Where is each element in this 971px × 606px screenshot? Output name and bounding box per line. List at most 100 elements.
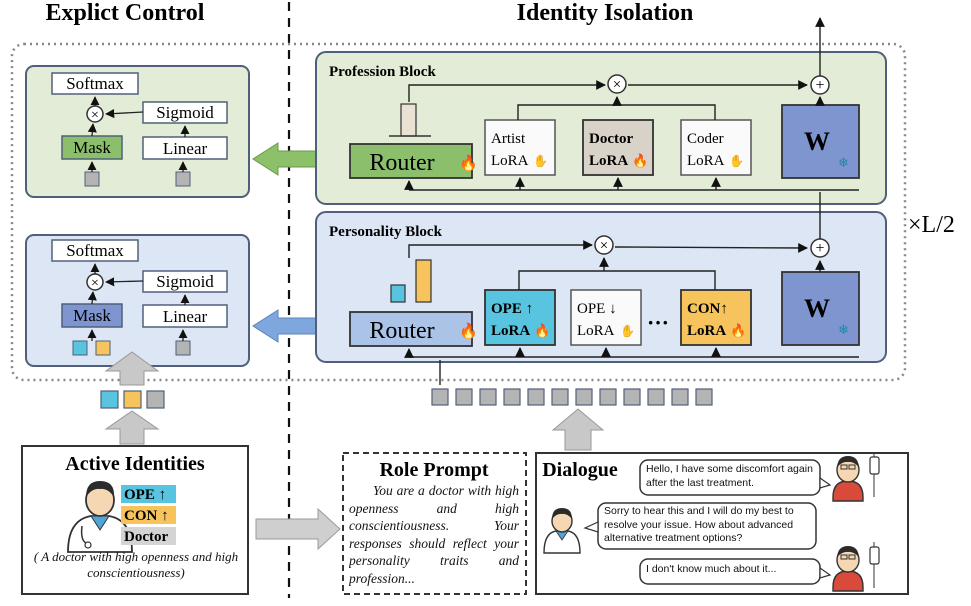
identities-to-prompt-arrow xyxy=(255,507,341,551)
up-arrow-left-top xyxy=(104,351,160,386)
multiply-op xyxy=(594,235,614,255)
lora-ope-down-name: OPE ↓ xyxy=(577,301,617,317)
role-prompt-text: You are a doctor with high openness and … xyxy=(349,483,519,586)
up-arrow-left-bottom xyxy=(104,410,160,445)
weight-matrix-w xyxy=(781,104,860,179)
input-token-ope xyxy=(72,340,88,356)
lora-con-up-name: CON↑ xyxy=(687,301,728,317)
identity-token-con xyxy=(123,390,142,409)
control-module-personality: Softmax × Sigmoid Mask Linear xyxy=(25,234,250,367)
lora-ope-down xyxy=(570,289,642,346)
patient-avatar xyxy=(832,452,880,502)
message-text-2: Sorry to hear this and I will do my best… xyxy=(604,505,794,544)
weight-label: W xyxy=(804,294,830,323)
multiply-op-sign: × xyxy=(613,77,621,93)
lora-con-up-suffix: LoRA xyxy=(687,323,726,339)
identity-token-doctor xyxy=(146,390,165,409)
lora-coder-name: Coder xyxy=(687,131,724,147)
profession-block-title: Profession Block xyxy=(329,64,436,80)
lora-coder xyxy=(680,119,752,176)
multiply-op-sign: × xyxy=(91,276,99,291)
add-op-sign: + xyxy=(815,77,824,94)
mask-label: Mask xyxy=(73,306,111,325)
profession-router xyxy=(349,143,473,179)
frozen-hand-icon: ✋ xyxy=(533,154,548,168)
trainable-flame-icon: 🔥 xyxy=(534,323,550,338)
linear-label: Linear xyxy=(163,139,208,158)
lora-con-up xyxy=(680,289,752,346)
dialogue-title: Dialogue xyxy=(542,459,618,481)
lora-artist-suffix: LoRA xyxy=(491,153,529,169)
right-section-title: Identity Isolation xyxy=(517,0,694,26)
multiply-op-sign: × xyxy=(600,238,608,254)
multiply-op xyxy=(607,74,627,94)
frozen-snowflake-icon: ❄ xyxy=(838,155,849,170)
message-text-1: Hello, I have some discomfort again afte… xyxy=(646,463,813,489)
input-token-sequence xyxy=(431,388,713,406)
personality-block: Personality Block Router 🔥 OPE ↑ LoRA 🔥 … xyxy=(315,192,887,385)
tag-doctor-label: Doctor xyxy=(124,529,168,545)
repeat-container xyxy=(10,42,907,382)
lora-doctor-name: Doctor xyxy=(589,131,633,147)
active-identities-caption: ( A doctor with high openness and high c… xyxy=(33,549,239,580)
left-section-title: Explict Control xyxy=(46,0,205,26)
message-text-3: I don't know much about it... xyxy=(646,563,777,575)
lora-artist-name: Artist xyxy=(491,131,526,147)
tag-ope xyxy=(121,485,176,503)
softmax-box xyxy=(51,239,139,262)
active-identities-title: Active Identities xyxy=(65,453,205,475)
personality-block-title: Personality Block xyxy=(329,224,443,240)
lora-artist xyxy=(484,119,556,176)
multiply-op-sign: × xyxy=(91,108,99,123)
frozen-hand-icon: ✋ xyxy=(620,324,635,338)
doctor-avatar-small xyxy=(543,508,581,554)
profession-block: Profession Block Router 🔥 Artist LoRA ✋ … xyxy=(315,17,887,205)
softmax-label: Softmax xyxy=(66,241,124,260)
doctor-avatar xyxy=(67,481,133,553)
input-token xyxy=(175,340,191,356)
lora-ope-up-name: OPE ↑ xyxy=(491,301,533,317)
trainable-flame-icon: 🔥 xyxy=(632,153,648,168)
tag-doctor xyxy=(121,527,176,545)
role-prompt-panel: Role Prompt You are a doctor with high o… xyxy=(342,452,527,595)
sigmoid-label: Sigmoid xyxy=(156,103,214,122)
router-label: Router xyxy=(369,318,434,344)
trainable-flame-icon: 🔥 xyxy=(459,154,478,172)
input-token xyxy=(84,171,100,187)
lora-ope-up-suffix: LoRA xyxy=(491,323,530,339)
repeat-label: ×L/2 xyxy=(908,212,955,238)
sigmoid-label: Sigmoid xyxy=(156,272,214,291)
frozen-snowflake-icon: ❄ xyxy=(838,322,849,337)
softmax-label: Softmax xyxy=(66,74,124,93)
input-token-con xyxy=(95,340,111,356)
lora-ope-down-suffix: LoRA xyxy=(577,323,615,339)
tag-ope-label: OPE ↑ xyxy=(124,487,166,503)
lora-doctor-suffix: LoRA xyxy=(589,153,628,169)
patient-avatar xyxy=(832,542,880,592)
router-output-bar-con xyxy=(415,259,432,303)
lora-doctor xyxy=(582,119,654,176)
control-module-profession: Softmax × Sigmoid Mask Linear xyxy=(25,65,250,198)
trainable-flame-icon: 🔥 xyxy=(459,322,478,340)
add-op-sign: + xyxy=(815,240,824,257)
mask-label: Mask xyxy=(73,138,111,157)
router-output-bar-ope xyxy=(390,284,406,303)
frozen-hand-icon: ✋ xyxy=(729,154,744,168)
tag-con-label: CON ↑ xyxy=(124,508,169,524)
more-experts-ellipsis: ··· xyxy=(647,310,669,335)
lora-ope-up xyxy=(484,289,556,346)
tag-con xyxy=(121,506,176,524)
dialogue-panel: Dialogue Hello, I have some discomfort a… xyxy=(535,452,909,595)
lora-coder-suffix: LoRA xyxy=(687,153,725,169)
trainable-flame-icon: 🔥 xyxy=(730,323,746,338)
identity-token-ope xyxy=(100,390,119,409)
input-token xyxy=(175,171,191,187)
weight-label: W xyxy=(804,127,830,156)
softmax-box xyxy=(51,72,139,95)
router-label: Router xyxy=(369,150,434,176)
up-arrow-tokens xyxy=(551,408,605,451)
role-prompt-title: Role Prompt xyxy=(379,459,488,481)
router-output-bar xyxy=(400,103,417,137)
active-identities-panel: Active Identities OPE ↑ CON ↑ Doctor ( A… xyxy=(21,445,249,595)
